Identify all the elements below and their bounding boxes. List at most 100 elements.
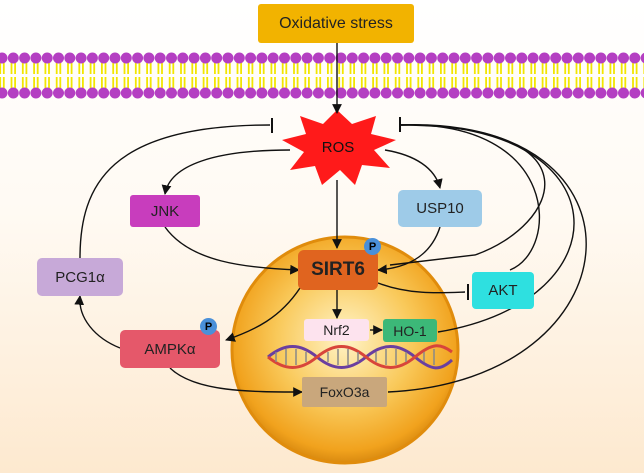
lipid-head [267, 87, 279, 99]
lipid-head [505, 52, 516, 64]
lipid-head [279, 87, 290, 99]
lipid-head [324, 52, 336, 64]
lipid-head [358, 87, 370, 99]
lipid-head [482, 87, 494, 99]
lipid-head [459, 52, 471, 64]
lipid-head [290, 52, 302, 64]
lipid-head [482, 52, 494, 64]
lipid-head [425, 52, 437, 64]
lipid-head [584, 52, 596, 64]
node-ho1: HO-1 [383, 319, 437, 342]
lipid-head [437, 87, 449, 99]
lipid-head [143, 52, 155, 64]
lipid-head [640, 87, 644, 99]
lipid-head [233, 87, 245, 99]
lipid-head [527, 87, 539, 99]
lipid-head [471, 87, 483, 99]
edge-usp10-loop [389, 124, 546, 266]
edge-ampka-pcg1a [74, 295, 121, 349]
edge-ros-jnk [161, 149, 291, 195]
lipid-head [75, 87, 87, 99]
lipid-head [459, 87, 471, 99]
lipid-head [120, 52, 132, 64]
lipid-head [437, 52, 449, 64]
lipid-head [267, 52, 279, 64]
lipid-head [188, 87, 200, 99]
lipid-head [618, 87, 629, 99]
lipid-head [109, 52, 121, 64]
sirt6-phospho-badge: P [364, 238, 381, 255]
lipid-head [245, 87, 257, 99]
lipid-head [30, 87, 42, 99]
edge-ros-usp10 [384, 149, 443, 189]
lipid-head [527, 52, 539, 64]
lipid-head [98, 52, 110, 64]
lipid-head [425, 87, 437, 99]
lipid-head [335, 87, 347, 99]
lipid-head [98, 87, 110, 99]
node-akt: AKT [472, 272, 534, 309]
lipid-head [41, 52, 53, 64]
lipid-head [0, 87, 8, 99]
lipid-head [301, 52, 313, 64]
lipid-head [550, 52, 562, 64]
lipid-head [403, 52, 415, 64]
lipid-head [346, 52, 358, 64]
lipid-head [538, 52, 550, 64]
lipid-head [279, 52, 290, 64]
node-nrf2: Nrf2 [304, 319, 369, 341]
lipid-head [132, 87, 144, 99]
edge-ampka-foxo3a [169, 367, 303, 397]
lipid-head [572, 87, 584, 99]
lipid-head [358, 52, 370, 64]
edge-ho1-inhibit-ros [399, 124, 575, 333]
ampka-phospho-badge: P [200, 318, 217, 335]
lipid-head [41, 87, 53, 99]
lipid-head [19, 52, 31, 64]
node-oxidative-stress: Oxidative stress [258, 4, 414, 43]
lipid-head [346, 87, 358, 99]
lipid-head [403, 87, 415, 99]
lipid-head [256, 87, 268, 99]
lipid-head [7, 87, 19, 99]
node-sirt6: SIRT6 [298, 250, 378, 290]
lipid-head [584, 87, 596, 99]
edge-sirt6-ampka [225, 287, 301, 342]
lipid-head [132, 52, 144, 64]
lipid-head [199, 52, 211, 64]
lipid-head [595, 52, 607, 64]
lipid-head [561, 87, 573, 99]
node-ampka: AMPKα [120, 330, 220, 368]
node-usp10: USP10 [398, 190, 482, 227]
edge-usp10-sirt6 [377, 226, 441, 275]
lipid-head [64, 52, 76, 64]
lipid-head [64, 87, 76, 99]
lipid-head [561, 52, 573, 64]
lipid-head [75, 52, 87, 64]
lipid-head [414, 87, 426, 99]
lipid-head [177, 52, 189, 64]
edge-jnk-sirt6 [164, 226, 300, 275]
lipid-head [538, 87, 550, 99]
lipid-head [211, 52, 223, 64]
ros-burst [282, 110, 396, 185]
lipid-head [19, 87, 31, 99]
lipid-head [516, 87, 528, 99]
lipid-head [392, 87, 403, 99]
lipid-head [7, 52, 19, 64]
nucleus [230, 235, 460, 465]
lipid-head [414, 52, 426, 64]
lipid-head [166, 52, 177, 64]
edge-sirt6-inhibit-akt [377, 282, 466, 294]
lipid-head [30, 52, 42, 64]
lipid-head [335, 52, 347, 64]
node-jnk: JNK [130, 195, 200, 227]
dna-helix-icon [267, 344, 454, 370]
lipid-head [301, 87, 313, 99]
lipid-head [109, 87, 121, 99]
lipid-head [369, 87, 381, 99]
lipid-head [312, 52, 324, 64]
cell-membrane [0, 52, 644, 99]
